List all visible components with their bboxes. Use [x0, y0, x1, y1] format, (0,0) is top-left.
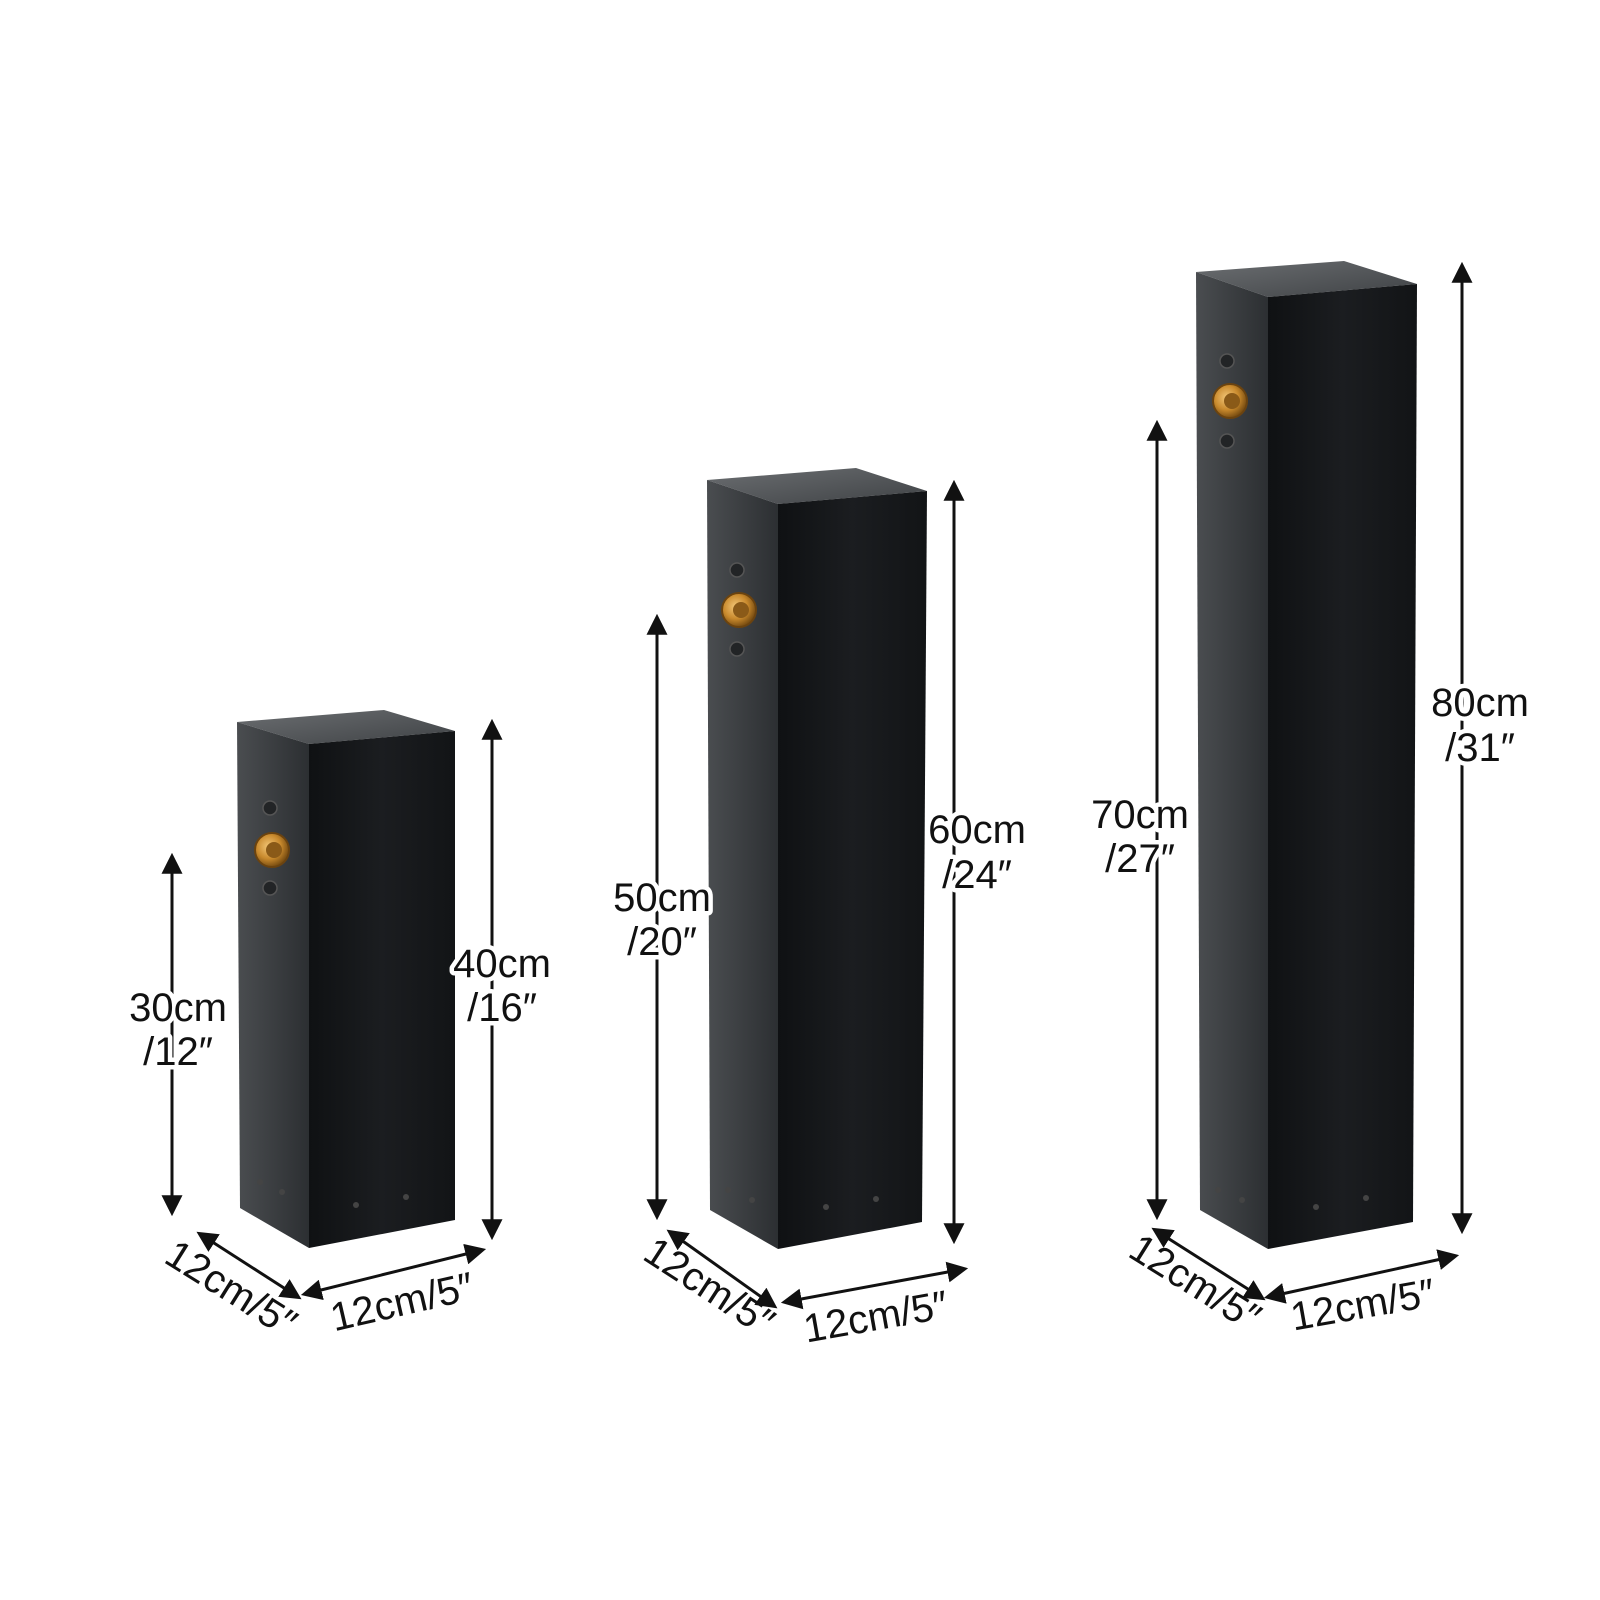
post-3-fitting	[1212, 353, 1248, 449]
post-1-width-arrow	[300, 1243, 487, 1301]
post-3-height-label-line1: 80cm	[1431, 681, 1529, 725]
post-1-depth-label: 12cm/5″	[158, 1232, 305, 1346]
post-2-height-label-line2: /24″	[942, 853, 1012, 897]
post-3-depth-label: 12cm/5″	[1122, 1226, 1269, 1340]
post-2-body	[707, 468, 927, 1249]
post-1-body	[237, 710, 455, 1248]
post-3-outlet-height-label-line1: 70cm	[1091, 793, 1189, 837]
post-1-outlet-height-label-line1: 30cm	[129, 986, 227, 1030]
post-2-width-arrow	[780, 1261, 969, 1310]
foot-screw	[873, 1196, 879, 1202]
post-1-height-label-line2: /16″	[467, 986, 537, 1030]
post-1: 30cm /12″ 40cm /16″ 12cm/5″ 12cm/5″	[125, 710, 555, 1346]
screw-icon	[729, 562, 745, 578]
post-3-width-label: 12cm/5″	[1287, 1271, 1438, 1340]
post-2-depth-label: 12cm/5″	[636, 1229, 782, 1345]
foot-screw	[1215, 1187, 1221, 1193]
post-2-height-label-line1: 60cm	[928, 808, 1026, 852]
post-3-outlet-height-label-line2: /27″	[1105, 837, 1175, 881]
post-1-front-face	[309, 731, 455, 1248]
post-2-fitting	[721, 562, 757, 657]
screw-icon	[1219, 433, 1235, 449]
post-3: 70cm /27″ 80cm /31″ 12cm/5″ 12cm/5″	[1087, 261, 1533, 1340]
post-2-outlet-height-label-line2: /20″	[627, 920, 697, 964]
screw-icon	[262, 880, 278, 896]
post-3-width-arrow	[1263, 1249, 1460, 1304]
post-2: 50cm /20″ 60cm /24″ 12cm/5″ 12cm/5″	[609, 468, 1030, 1352]
foot-screw	[823, 1204, 829, 1210]
post-3-side-face	[1196, 272, 1268, 1249]
foot-screw	[353, 1202, 359, 1208]
post-2-side-face	[707, 480, 778, 1249]
post-2-depth-arrow	[666, 1229, 778, 1309]
post-3-front-face	[1268, 284, 1417, 1249]
foot-screw	[749, 1197, 755, 1203]
brass-fitting-bore	[266, 842, 282, 858]
brass-fitting-bore	[1224, 393, 1240, 409]
screw-icon	[1219, 353, 1235, 369]
post-1-width-label: 12cm/5″	[326, 1265, 478, 1341]
brass-fitting-bore	[733, 602, 749, 618]
foot-screw	[1363, 1195, 1369, 1201]
post-1-height-label-line1: 40cm	[453, 942, 551, 986]
post-1-top-face	[237, 710, 455, 744]
post-1-depth-arrow	[196, 1231, 302, 1300]
screw-icon	[729, 641, 745, 657]
post-1-outlet-height-label-line2: /12″	[143, 1030, 213, 1074]
screw-icon	[262, 800, 278, 816]
post-2-top-face	[707, 468, 927, 504]
post-3-depth-arrow	[1151, 1227, 1266, 1301]
foot-screw	[403, 1194, 409, 1200]
foot-screw	[725, 1187, 731, 1193]
foot-screw	[279, 1189, 285, 1195]
post-2-outlet-height-label-line1: 50cm	[613, 876, 711, 920]
post-3-top-face	[1196, 261, 1417, 297]
post-3-height-label-line2: /31″	[1445, 726, 1515, 770]
post-1-fitting	[254, 800, 290, 896]
post-2-width-label: 12cm/5″	[800, 1283, 951, 1352]
foot-screw	[257, 1179, 263, 1185]
post-2-front-face	[778, 491, 927, 1249]
post-3-body	[1196, 261, 1417, 1249]
foot-screw	[1239, 1197, 1245, 1203]
foot-screw	[1313, 1204, 1319, 1210]
